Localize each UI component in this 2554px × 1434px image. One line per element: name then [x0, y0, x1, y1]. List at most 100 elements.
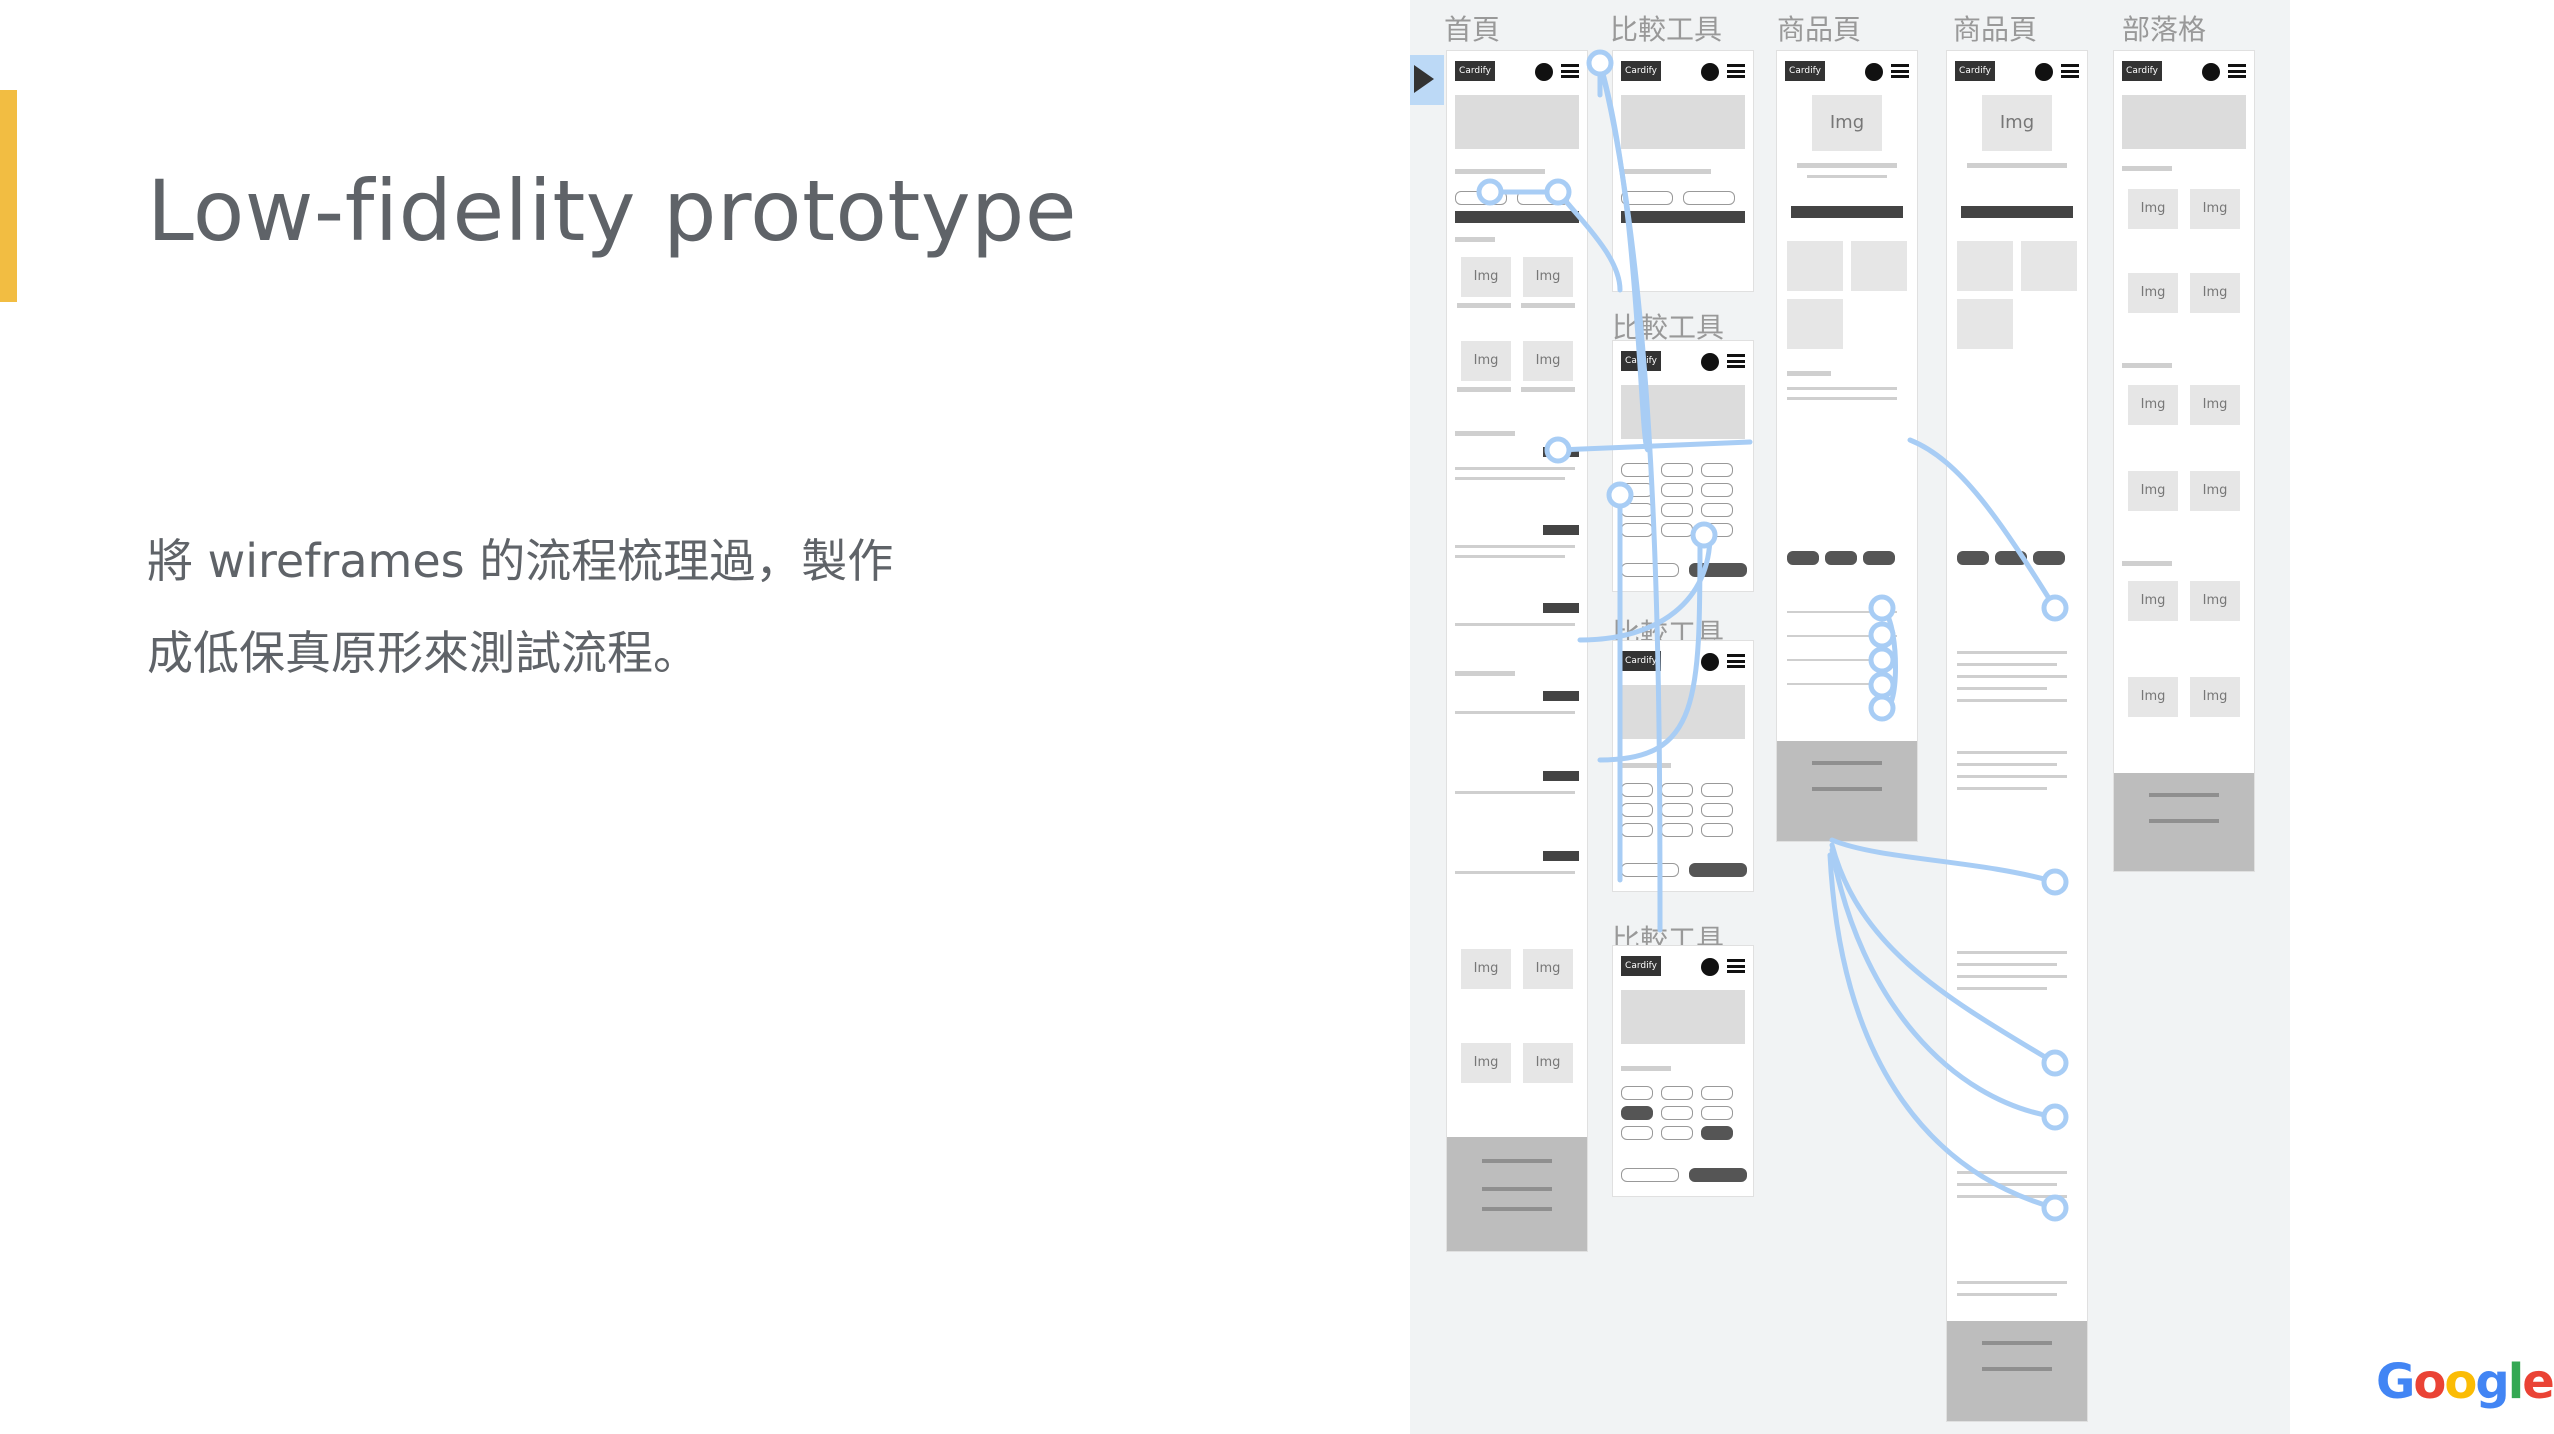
wire-line	[1957, 1293, 2057, 1296]
wire-select	[1517, 191, 1569, 205]
wire-line	[1957, 1195, 2067, 1198]
wire-chip	[1621, 863, 1679, 877]
wire-chip	[1689, 563, 1747, 577]
wire-line	[1957, 1281, 2067, 1284]
wire-line	[1455, 545, 1575, 548]
wire-line	[1621, 1066, 1671, 1071]
wire-line	[1621, 169, 1711, 174]
play-icon	[1414, 65, 1434, 93]
wire-line	[1455, 169, 1545, 174]
wire-hero-image	[1621, 385, 1745, 439]
wire-hero-image	[1621, 990, 1745, 1044]
wire-header: Cardify	[1455, 61, 1579, 83]
wire-logo: Cardify	[1955, 61, 1995, 81]
wire-chip	[1621, 1106, 1653, 1120]
wireframe-compare-3: Cardify	[1612, 640, 1754, 892]
wire-line	[1455, 711, 1575, 714]
slide-title: Low-fidelity prototype	[147, 162, 1078, 260]
wire-select	[1683, 191, 1735, 205]
wire-line	[1455, 467, 1575, 470]
wire-header: Cardify	[1621, 651, 1745, 673]
wire-img: Img	[2190, 581, 2240, 621]
wire-chip	[1701, 823, 1733, 837]
wire-chip	[1621, 483, 1653, 497]
menu-icon	[1727, 354, 1745, 368]
wire-line	[1455, 671, 1515, 676]
wire-chip	[1661, 1106, 1693, 1120]
wire-line	[1982, 1341, 2052, 1345]
wire-line	[1957, 987, 2047, 990]
wire-line	[1812, 761, 1882, 765]
wire-img: Img	[2190, 273, 2240, 313]
wire-chip	[1661, 1086, 1693, 1100]
wire-line	[1957, 951, 2067, 954]
wire-line	[1455, 555, 1565, 558]
wire-chip	[1621, 1168, 1679, 1182]
google-letter: g	[2475, 1354, 2509, 1410]
wire-line	[1982, 1367, 2052, 1371]
wire-header: Cardify	[1621, 61, 1745, 83]
wire-line	[1957, 787, 2047, 790]
wire-line	[1957, 663, 2057, 666]
wire-chip	[1701, 803, 1733, 817]
wire-logo: Cardify	[2122, 61, 2162, 81]
wire-line	[1957, 751, 2067, 754]
wire-line	[1455, 237, 1495, 242]
wire-line	[1957, 687, 2047, 690]
wire-line	[1457, 387, 1511, 392]
wire-line	[1957, 763, 2057, 766]
accent-bar	[0, 90, 17, 302]
wire-footer	[1447, 1137, 1587, 1251]
wire-footer	[1777, 741, 1917, 841]
account-icon	[1535, 63, 1553, 81]
wire-chip	[1661, 483, 1693, 497]
column-label-product-1: 商品頁	[1777, 13, 1862, 46]
wire-select	[1455, 191, 1507, 205]
menu-icon	[2061, 64, 2079, 78]
wire-line	[2122, 363, 2172, 368]
wire-line	[1482, 1187, 1552, 1191]
wireframe-compare-2: Cardify	[1612, 340, 1754, 592]
wire-line	[1521, 303, 1575, 308]
wire-line	[1957, 963, 2057, 966]
wire-chip	[1701, 523, 1733, 537]
wire-line	[1957, 651, 2067, 654]
wire-chip	[1661, 783, 1693, 797]
wire-chip	[1621, 823, 1653, 837]
wire-chip	[1787, 551, 1819, 565]
description-line-2: 成低保真原形來測試流程。	[147, 626, 699, 680]
menu-icon	[1727, 64, 1745, 78]
wire-header: Cardify	[1785, 61, 1909, 83]
wire-img: Img	[2128, 677, 2178, 717]
wire-line	[1482, 1159, 1552, 1163]
wireframe-compare-1: Cardify	[1612, 50, 1754, 292]
wire-img: Img	[2128, 471, 2178, 511]
wire-chip	[1825, 551, 1857, 565]
wire-rate-box	[1851, 241, 1907, 291]
wire-button	[1543, 525, 1579, 535]
wire-line	[1521, 387, 1575, 392]
wire-header: Cardify	[1955, 61, 2079, 83]
wire-line	[1787, 683, 1897, 685]
column-label-compare: 比較工具	[1610, 13, 1723, 46]
wire-line	[1455, 871, 1575, 874]
wire-line	[1957, 975, 2067, 978]
wire-chip	[1701, 463, 1733, 477]
wire-logo: Cardify	[1621, 61, 1661, 81]
menu-icon	[1561, 64, 1579, 78]
wire-line	[1621, 763, 1671, 768]
google-letter: e	[2522, 1354, 2554, 1410]
wire-button	[1543, 771, 1579, 781]
play-button[interactable]	[1410, 55, 1444, 105]
wire-img: Img	[2190, 189, 2240, 229]
google-logo: Google	[2376, 1354, 2554, 1410]
wire-chip	[1701, 1086, 1733, 1100]
wire-line	[1957, 1171, 2067, 1174]
wire-chip	[1621, 803, 1653, 817]
wire-line	[1797, 163, 1897, 168]
wire-logo: Cardify	[1785, 61, 1825, 81]
wireframe-product-1: Cardify Img	[1776, 50, 1918, 842]
account-icon	[1701, 353, 1719, 371]
wire-logo: Cardify	[1621, 351, 1661, 371]
wire-line	[1957, 675, 2067, 678]
